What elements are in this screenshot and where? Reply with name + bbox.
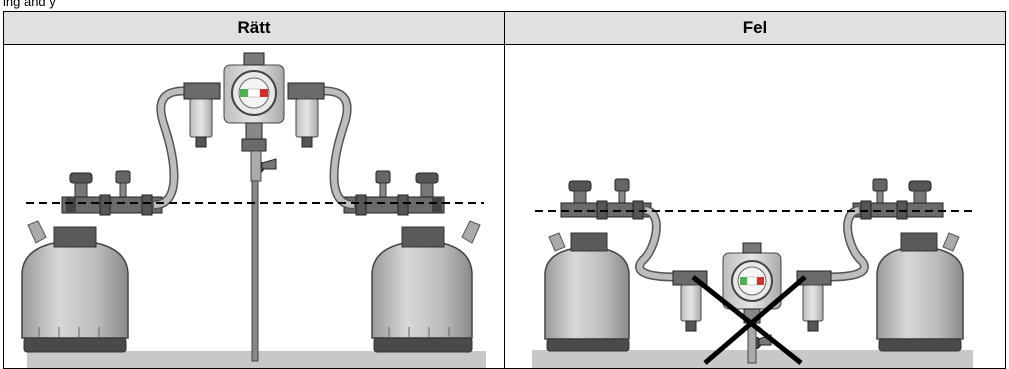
- outlet-pipe: [251, 180, 259, 362]
- gauge-red: [757, 277, 764, 285]
- wrong-installation-illustration: [532, 178, 975, 368]
- cylinder-valve-right: [852, 178, 944, 220]
- hose-left: [153, 87, 190, 208]
- cylinder-valve-left: [560, 178, 652, 220]
- cell-correct: [3, 44, 505, 369]
- hose-right: [318, 87, 355, 208]
- cylinder-valve-right: [343, 170, 445, 216]
- cell-wrong: [504, 44, 1006, 369]
- gas-cylinder-left: [21, 220, 129, 353]
- correct-installation-illustration: [21, 52, 486, 368]
- gas-cylinder-left: [544, 232, 630, 352]
- wrong-cross-icon: [691, 275, 807, 365]
- gauge-green: [240, 89, 248, 97]
- gas-cylinder-right: [371, 220, 481, 353]
- comparison-table: Rätt Fel: [3, 11, 1006, 369]
- gauge-red: [260, 89, 268, 97]
- regulator-unit: [672, 242, 832, 364]
- cylinder-valve-left: [61, 170, 163, 216]
- header-wrong: Fel: [504, 11, 1006, 45]
- gauge-green: [740, 277, 747, 285]
- header-correct: Rätt: [3, 11, 505, 45]
- hose-left: [636, 207, 676, 280]
- cut-off-text: ing and y: [3, 0, 56, 9]
- gas-cylinder-right: [876, 232, 964, 352]
- hose-right: [828, 207, 868, 280]
- regulator-unit: [183, 52, 325, 182]
